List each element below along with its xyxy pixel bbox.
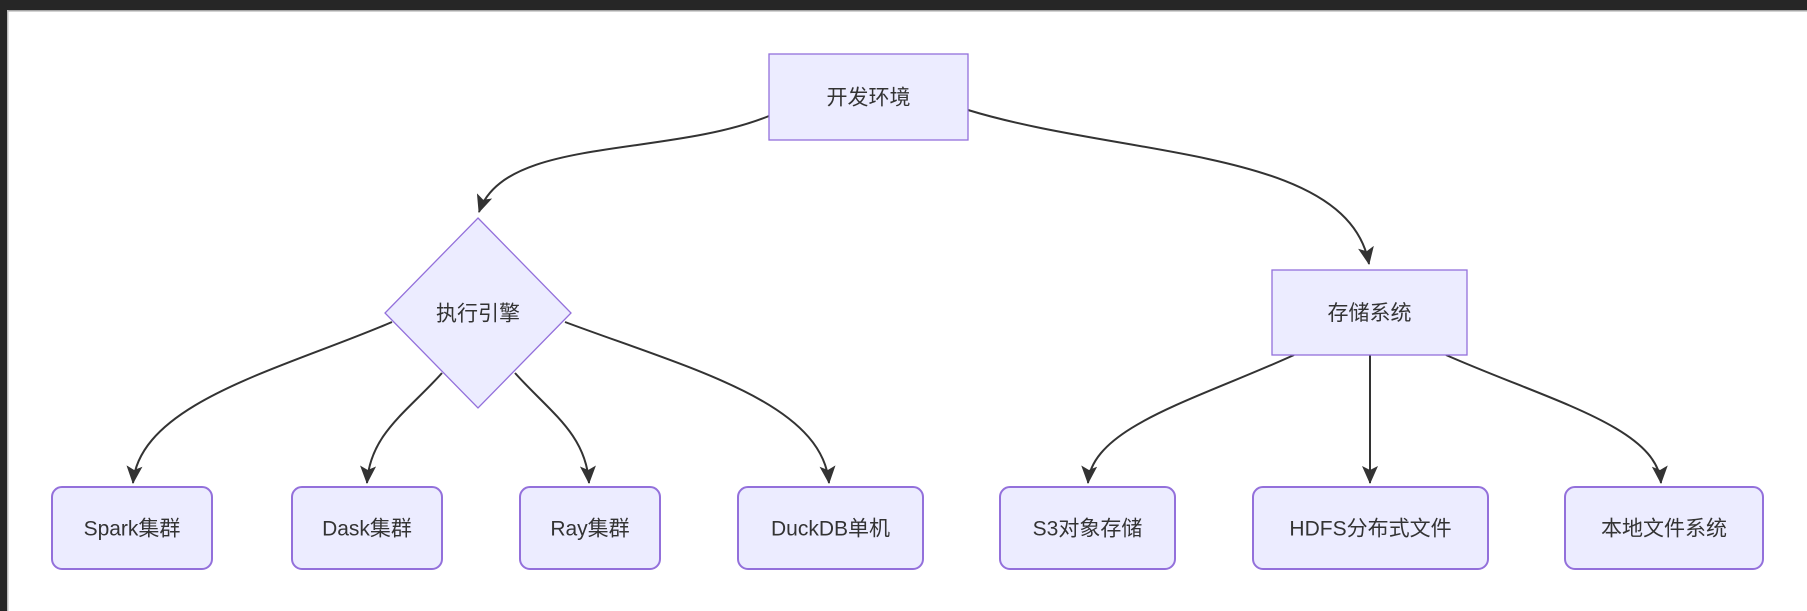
node-storage-shape — [1271, 269, 1468, 356]
node-dask-label: Dask集群 — [322, 518, 412, 541]
window-top-bar — [0, 0, 1807, 10]
node-root-shape — [768, 53, 969, 141]
node-spark: Spark集群 — [51, 486, 213, 570]
window-left-divider — [7, 10, 9, 611]
window-left-bar — [0, 0, 7, 611]
node-hdfs-shape — [1252, 486, 1489, 570]
node-spark-shape — [51, 486, 213, 570]
node-root-label: 开发环境 — [827, 87, 911, 110]
node-storage: 存储系统 — [1271, 269, 1468, 356]
edge-storage-local — [1445, 354, 1668, 484]
node-engine-label: 执行引擎 — [436, 303, 520, 326]
node-local-label: 本地文件系统 — [1601, 518, 1727, 541]
edge-root-storage — [967, 109, 1374, 265]
node-root: 开发环境 — [768, 53, 969, 141]
node-duckdb-label: DuckDB单机 — [771, 518, 890, 541]
node-duckdb: DuckDB单机 — [737, 486, 924, 570]
node-ray: Ray集群 — [519, 486, 661, 570]
edge-engine-duckdb — [564, 321, 836, 484]
window-top-divider — [0, 10, 1807, 12]
node-hdfs-label: HDFS分布式文件 — [1289, 518, 1451, 541]
node-dask-shape — [291, 486, 443, 570]
node-s3-shape — [999, 486, 1176, 570]
node-local-shape — [1564, 486, 1764, 570]
edge-engine-spark — [126, 321, 393, 484]
node-s3-label: S3对象存储 — [1033, 518, 1143, 541]
node-local: 本地文件系统 — [1564, 486, 1764, 570]
node-duckdb-shape — [737, 486, 924, 570]
edge-engine-dask — [360, 372, 443, 484]
node-s3: S3对象存储 — [999, 486, 1176, 570]
edge-engine-ray — [514, 372, 596, 484]
node-engine: 执行引擎 — [384, 217, 572, 409]
node-engine-shape — [384, 217, 572, 409]
node-storage-label: 存储系统 — [1328, 302, 1412, 325]
node-spark-label: Spark集群 — [84, 518, 181, 541]
node-dask: Dask集群 — [291, 486, 443, 570]
edge-root-engine — [476, 115, 770, 213]
edge-layer — [126, 109, 1668, 484]
node-hdfs: HDFS分布式文件 — [1252, 486, 1489, 570]
edge-storage-s3 — [1081, 354, 1295, 484]
node-ray-shape — [519, 486, 661, 570]
node-ray-label: Ray集群 — [550, 518, 629, 541]
